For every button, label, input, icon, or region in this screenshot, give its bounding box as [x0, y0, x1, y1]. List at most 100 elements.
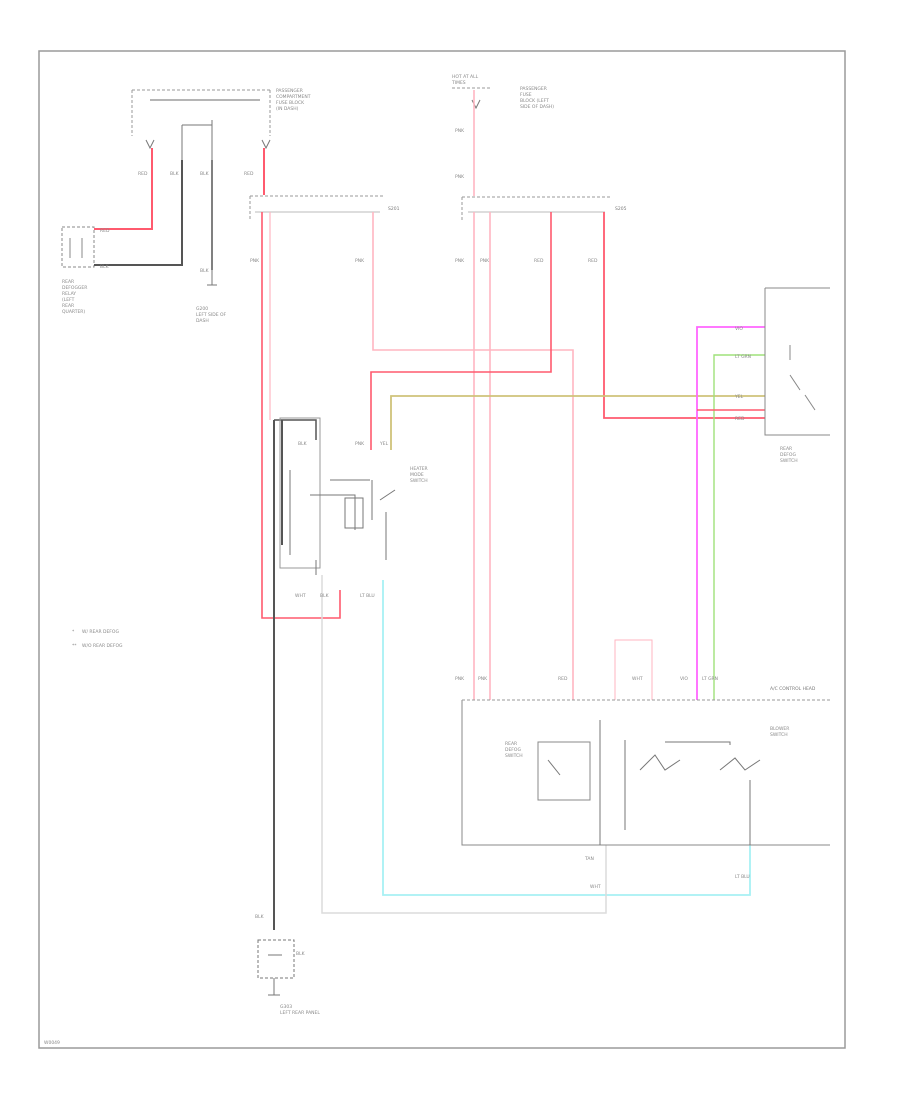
- svg-text:RELAY: RELAY: [62, 291, 76, 297]
- svg-text:PNK: PNK: [480, 258, 490, 264]
- svg-text:TIMES: TIMES: [451, 80, 466, 86]
- svg-text:PNK: PNK: [355, 441, 365, 447]
- legend: * W/ REAR DEFOG ** W/O REAR DEFOG: [72, 629, 123, 649]
- svg-text:HOT AT ALL: HOT AT ALL: [452, 74, 479, 80]
- svg-text:BLOCK (LEFT: BLOCK (LEFT: [520, 98, 549, 104]
- fuse-block-left-label: PASSENGER COMPARTMENT FUSE BLOCK (IN DAS…: [276, 88, 311, 112]
- svg-text:QUARTER): QUARTER): [62, 309, 85, 315]
- svg-text:SWITCH: SWITCH: [770, 732, 788, 738]
- svg-text:BLK: BLK: [100, 264, 110, 270]
- svg-text:SWITCH: SWITCH: [410, 478, 428, 484]
- svg-text:PNK: PNK: [478, 676, 488, 682]
- svg-text:DEFOG: DEFOG: [505, 747, 521, 753]
- wire-black-ground-bottom: [273, 420, 283, 930]
- svg-text:MODE: MODE: [410, 472, 424, 478]
- mode-switch-caption: HEATER MODE SWITCH: [410, 466, 428, 484]
- svg-text:BLK: BLK: [320, 593, 330, 599]
- svg-text:G303: G303: [280, 1004, 292, 1010]
- wire-red-s205-c: [370, 212, 552, 450]
- right-switch-caption: REAR DEFOG SWITCH: [780, 446, 798, 464]
- svg-text:W/O REAR DEFOG: W/O REAR DEFOG: [82, 643, 123, 649]
- wire-white: [321, 575, 607, 914]
- svg-text:RED: RED: [588, 258, 598, 264]
- svg-text:LT BLU: LT BLU: [360, 593, 375, 599]
- ground-g303: [257, 939, 295, 996]
- wire-tags: RED BLK RED BLK BLK RED BLK PNK PNK PNK …: [100, 128, 751, 957]
- svg-text:LT BLU: LT BLU: [735, 874, 750, 880]
- wire-pink-crossover: [372, 212, 574, 700]
- svg-text:BLK: BLK: [296, 951, 306, 957]
- svg-text:*: *: [72, 629, 75, 635]
- rear-defog-switch-right: [764, 287, 830, 436]
- svg-text:HEATER: HEATER: [410, 466, 428, 472]
- svg-text:YEL: YEL: [379, 441, 389, 447]
- svg-text:DEFOGGER: DEFOGGER: [62, 285, 87, 291]
- svg-text:BLOWER: BLOWER: [770, 726, 789, 732]
- svg-text:REAR: REAR: [505, 741, 517, 747]
- relay-caption: REAR DEFOGGER RELAY (LEFT REAR QUARTER): [62, 279, 87, 315]
- svg-text:RED: RED: [735, 416, 745, 422]
- control-head-title: A/C CONTROL HEAD: [770, 686, 816, 692]
- svg-text:RED: RED: [558, 676, 568, 682]
- svg-text:S201: S201: [388, 206, 400, 212]
- svg-text:VIO: VIO: [680, 676, 688, 682]
- svg-text:DASH: DASH: [196, 318, 209, 324]
- control-inner-right-caption: BLOWER SWITCH: [770, 726, 789, 738]
- control-inner-left-caption: REAR DEFOG SWITCH: [505, 741, 523, 759]
- fuse-block-top-left: [131, 89, 271, 136]
- svg-text:WHT: WHT: [590, 884, 601, 890]
- svg-text:COMPARTMENT: COMPARTMENT: [276, 94, 311, 100]
- svg-text:(LEFT: (LEFT: [62, 297, 75, 303]
- svg-text:PNK: PNK: [455, 258, 465, 264]
- svg-text:BLK: BLK: [255, 914, 265, 920]
- svg-text:LT GRN: LT GRN: [702, 676, 718, 682]
- diagram-frame: [38, 50, 846, 1049]
- wire-black-relay: [94, 160, 183, 266]
- svg-text:RED: RED: [138, 171, 148, 177]
- fuse-block-mid-label: PASSENGER FUSE BLOCK (LEFT SIDE OF DASH): [520, 86, 554, 110]
- svg-text:LEFT REAR PANEL: LEFT REAR PANEL: [280, 1010, 320, 1016]
- svg-text:LEFT SIDE OF: LEFT SIDE OF: [196, 312, 227, 318]
- splice-s205: [461, 196, 610, 220]
- splice-s201: [249, 195, 385, 220]
- svg-text:BLK: BLK: [170, 171, 180, 177]
- svg-text:FUSE BLOCK: FUSE BLOCK: [276, 100, 305, 106]
- svg-text:VIO: VIO: [735, 326, 743, 332]
- svg-text:WHT: WHT: [632, 676, 643, 682]
- wire-violet: [696, 326, 765, 700]
- svg-text:S205: S205: [615, 206, 627, 212]
- svg-text:PNK: PNK: [250, 258, 260, 264]
- svg-text:G200: G200: [196, 306, 208, 312]
- wire-red-relay: [94, 148, 153, 230]
- svg-text:REAR: REAR: [62, 303, 74, 309]
- ac-control-head: [461, 699, 830, 846]
- svg-text:DEFOG: DEFOG: [780, 452, 796, 458]
- svg-text:PASSENGER: PASSENGER: [276, 88, 303, 94]
- svg-text:**: **: [72, 643, 77, 649]
- svg-text:BLK: BLK: [200, 268, 210, 274]
- svg-text:SIDE OF DASH): SIDE OF DASH): [520, 104, 554, 110]
- svg-text:PNK: PNK: [355, 258, 365, 264]
- svg-text:LT GRN: LT GRN: [735, 354, 751, 360]
- wire-lightblue: [382, 580, 751, 896]
- wire-pink-left-drop: [261, 212, 341, 619]
- rear-defogger-relay: [61, 226, 95, 268]
- svg-text:REAR: REAR: [780, 446, 792, 452]
- svg-text:RED: RED: [534, 258, 544, 264]
- svg-text:SWITCH: SWITCH: [780, 458, 798, 464]
- svg-text:(IN DASH): (IN DASH): [276, 106, 299, 112]
- svg-text:W/ REAR DEFOG: W/ REAR DEFOG: [82, 629, 119, 635]
- svg-text:BLK: BLK: [298, 441, 308, 447]
- svg-text:TAN: TAN: [584, 856, 594, 862]
- svg-text:PNK: PNK: [455, 676, 465, 682]
- ground-g200-caption: G200 LEFT SIDE OF DASH: [196, 306, 227, 324]
- wire-yellow: [390, 395, 765, 450]
- wire-pink-loop: [614, 639, 653, 700]
- svg-text:PASSENGER: PASSENGER: [520, 86, 547, 92]
- ground-g303-caption: G303 LEFT REAR PANEL: [280, 1004, 320, 1016]
- svg-text:YEL: YEL: [734, 394, 744, 400]
- svg-text:BLK: BLK: [200, 171, 210, 177]
- svg-text:RED: RED: [244, 171, 254, 177]
- svg-text:PNK: PNK: [455, 128, 465, 134]
